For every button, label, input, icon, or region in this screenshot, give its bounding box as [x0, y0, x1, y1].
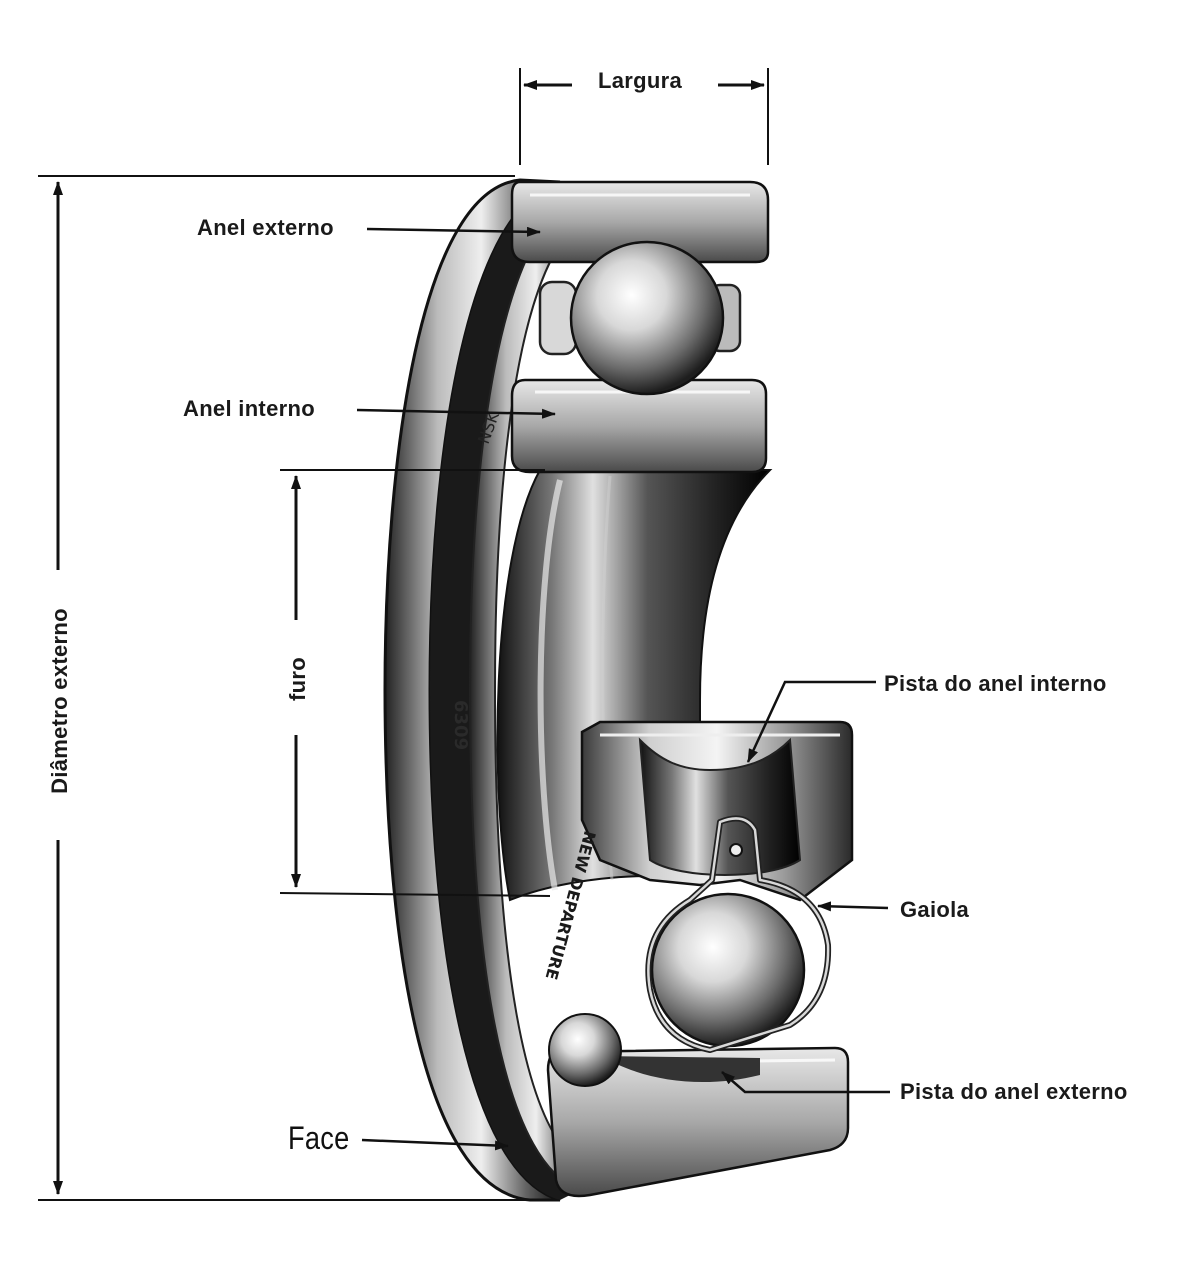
label-pista-anel-interno: Pista do anel interno — [884, 671, 1107, 696]
outer-ring-upper — [510, 180, 770, 264]
outer-raceway — [600, 1055, 760, 1083]
marking-side: 6309 — [450, 700, 471, 750]
bore-surface — [496, 469, 773, 902]
label-largura: Largura — [598, 68, 683, 93]
label-pista-anel-externo: Pista do anel externo — [900, 1079, 1128, 1104]
label-gaiola: Gaiola — [900, 897, 970, 922]
inner-raceway — [638, 737, 802, 876]
inner-ring-upper — [510, 378, 768, 474]
label-diametro-externo: Diâmetro externo — [47, 608, 72, 794]
label-anel-interno: Anel interno — [183, 396, 315, 421]
ball-upper — [569, 240, 725, 396]
ball-lower — [650, 892, 806, 1048]
outer-ring-lower — [546, 1046, 850, 1198]
label-anel-externo: Anel externo — [197, 215, 334, 240]
label-face: Face — [288, 1120, 350, 1156]
label-furo: furo — [285, 657, 310, 701]
